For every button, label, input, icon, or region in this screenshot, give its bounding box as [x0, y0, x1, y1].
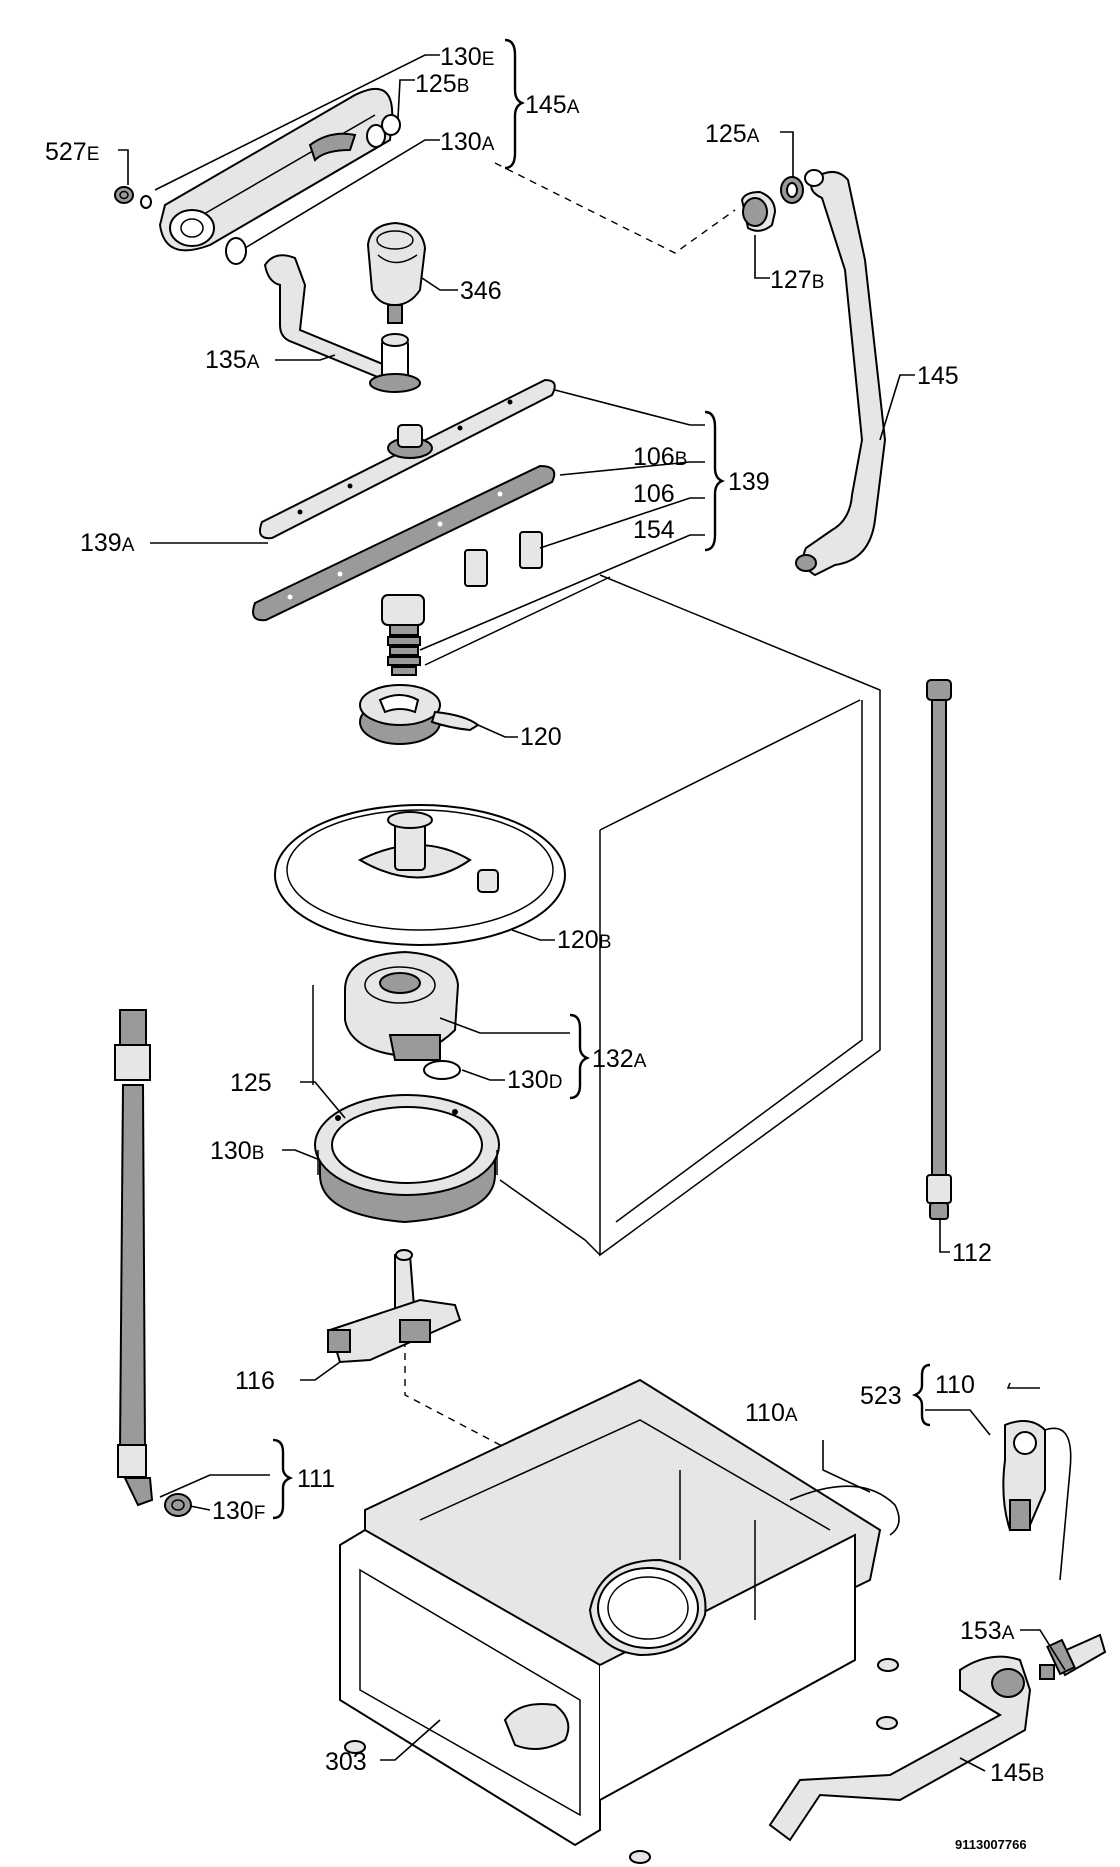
label-125a: 125A — [705, 120, 760, 148]
label-132a: 132A — [592, 1045, 647, 1073]
label-527e: 527E — [45, 138, 99, 166]
clip-154 — [519, 531, 543, 569]
label-139: 139 — [728, 468, 770, 496]
brace-111 — [272, 1438, 294, 1520]
label-145: 145 — [917, 362, 959, 390]
label-110: 110 — [935, 1371, 975, 1399]
label-125: 125 — [230, 1069, 272, 1097]
label-127b: 127B — [770, 266, 824, 294]
label-125b: 125B — [415, 70, 469, 98]
spray-arm-139-lower — [252, 464, 556, 622]
cap-346 — [366, 221, 427, 324]
label-145b: 145B — [990, 1759, 1044, 1787]
label-106: 106 — [633, 480, 675, 508]
alignment-line-valve — [404, 1340, 606, 1501]
water-valve-116 — [327, 1249, 462, 1364]
hose-111 — [114, 1009, 154, 1507]
o-ring-small — [140, 195, 152, 209]
ring-125a — [780, 176, 804, 204]
label-153a: 153A — [960, 1617, 1015, 1645]
pressure-switch-110 — [1002, 1420, 1072, 1581]
label-130b: 130B — [210, 1137, 264, 1165]
label-139a: 139A — [80, 529, 135, 557]
drain-pipe-145b — [768, 1655, 1055, 1842]
label-154: 154 — [633, 516, 675, 544]
label-135a: 135A — [205, 346, 260, 374]
filter-plate-120b — [274, 804, 566, 946]
ring-nut-120 — [359, 684, 480, 745]
label-130e: 130E — [440, 43, 494, 71]
upper-spray-arm — [158, 87, 394, 252]
label-111: 111 — [297, 1465, 335, 1493]
base-frame-303 — [339, 1378, 899, 1864]
leader-lines — [118, 54, 1066, 1772]
nut-130f — [164, 1493, 192, 1517]
label-523: 523 — [860, 1382, 902, 1410]
label-303: 303 — [325, 1748, 367, 1776]
tub-outline — [312, 574, 881, 1257]
brace-523 — [911, 1363, 931, 1427]
label-130d: 130D — [507, 1066, 562, 1094]
hose-153a — [1046, 1633, 1107, 1677]
alignment-line-arm — [494, 162, 736, 254]
hose-112 — [926, 679, 952, 1220]
label-120: 120 — [520, 723, 562, 751]
brace-139 — [704, 410, 726, 552]
label-120b: 120B — [557, 926, 611, 954]
clip-106 — [464, 549, 488, 587]
label-106b: 106B — [633, 443, 687, 471]
label-112: 112 — [952, 1239, 992, 1267]
label-110a: 110A — [745, 1399, 798, 1427]
o-ring-125b — [381, 114, 401, 136]
label-130f: 130F — [212, 1497, 265, 1525]
spray-arm-139a-upper — [259, 378, 556, 540]
o-ring-130a — [225, 237, 247, 265]
inlet-pipe-145 — [795, 169, 887, 577]
nut-127b — [740, 190, 777, 232]
brace-132a — [569, 1013, 591, 1100]
label-145a: 145A — [525, 91, 580, 119]
label-346: 346 — [460, 277, 502, 305]
part-labels: 130E 125B 145A 130A 527E 125A 127B 346 1… — [45, 43, 1044, 1787]
brace-145a — [504, 38, 526, 170]
ring-125 — [314, 1094, 500, 1224]
label-130a: 130A — [440, 128, 495, 156]
o-ring-130d — [423, 1060, 461, 1080]
spring-assembly — [381, 594, 425, 676]
wire-110a — [789, 1485, 900, 1536]
label-116: 116 — [235, 1367, 275, 1395]
spray-pipe-135a — [263, 254, 421, 393]
sump-132a — [344, 950, 460, 1061]
nut-527e — [114, 186, 134, 204]
document-number: 9113007766 — [955, 1837, 1027, 1852]
